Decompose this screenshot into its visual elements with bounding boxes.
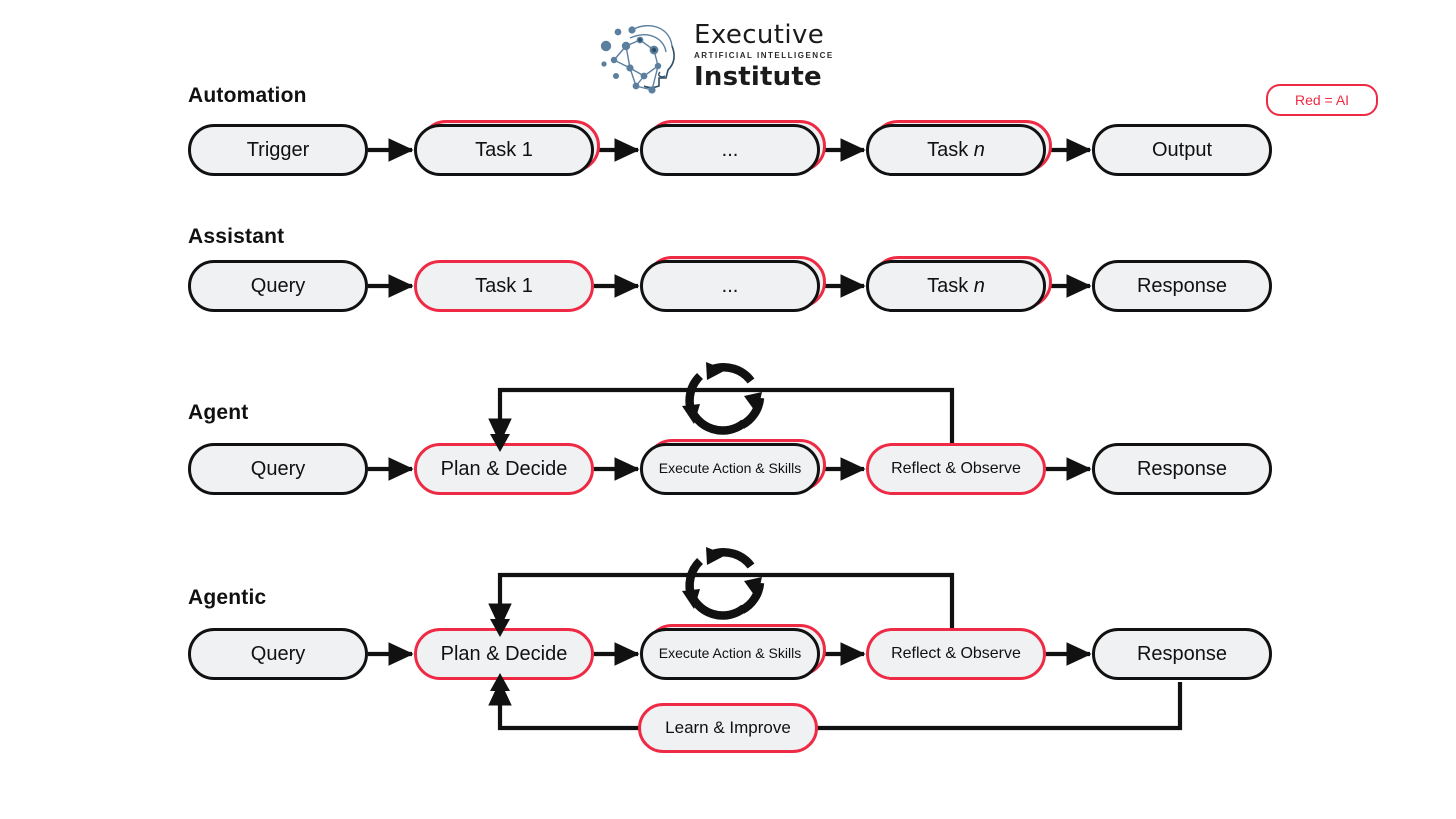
- legend-red-equals-ai: Red = AI: [1266, 84, 1378, 116]
- node-response-agent[interactable]: Response: [1092, 443, 1272, 495]
- row-label-agentic: Agentic: [188, 586, 267, 609]
- node-learn-and-improve[interactable]: Learn & Improve: [638, 703, 818, 753]
- node-trigger[interactable]: Trigger: [188, 124, 368, 176]
- row-label-agent: Agent: [188, 401, 249, 424]
- node-response-assistant[interactable]: Response: [1092, 260, 1272, 312]
- node-plan-and-decide-agent[interactable]: Plan & Decide: [414, 443, 594, 495]
- node-plan-and-decide-agentic[interactable]: Plan & Decide: [414, 628, 594, 680]
- node-task-1-assistant[interactable]: Task 1: [414, 260, 594, 312]
- node-task-n-label: Task n: [927, 139, 985, 161]
- node-output[interactable]: Output: [1092, 124, 1272, 176]
- circular-refresh-arc-bottom-agentic: [685, 589, 747, 620]
- node-execute-action-and-skills-agentic[interactable]: Execute Action & Skills: [640, 628, 820, 680]
- legend-label: Red = AI: [1294, 92, 1350, 108]
- logo-line-2: ARTIFICIAL INTELLIGENCE: [694, 51, 834, 60]
- logo: Executive ARTIFICIAL INTELLIGENCE Instit…: [596, 16, 836, 100]
- node-query-agentic[interactable]: Query: [188, 628, 368, 680]
- node-query-assistant[interactable]: Query: [188, 260, 368, 312]
- node-task-1-automation[interactable]: Task 1: [414, 124, 594, 176]
- node-task-n-assistant[interactable]: Task n: [866, 260, 1046, 312]
- node-reflect-and-observe-agentic[interactable]: Reflect & Observe: [866, 628, 1046, 680]
- node-query-agent[interactable]: Query: [188, 443, 368, 495]
- logo-line-3: Institute: [694, 62, 822, 92]
- node-ellipsis-assistant[interactable]: ...: [640, 260, 820, 312]
- ai-head-network-icon: [600, 25, 675, 94]
- node-response-agentic[interactable]: Response: [1092, 628, 1272, 680]
- node-task-n-automation[interactable]: Task n: [866, 124, 1046, 176]
- circular-refresh-arc-bottom-agent: [685, 404, 747, 435]
- node-task-n-label: Task n: [927, 275, 985, 297]
- row-label-assistant: Assistant: [188, 225, 285, 248]
- row-label-automation: Automation: [188, 84, 307, 107]
- node-execute-action-and-skills-agent[interactable]: Execute Action & Skills: [640, 443, 820, 495]
- logo-line-1: Executive: [694, 20, 825, 50]
- node-reflect-and-observe-agent[interactable]: Reflect & Observe: [866, 443, 1046, 495]
- node-ellipsis-automation[interactable]: ...: [640, 124, 820, 176]
